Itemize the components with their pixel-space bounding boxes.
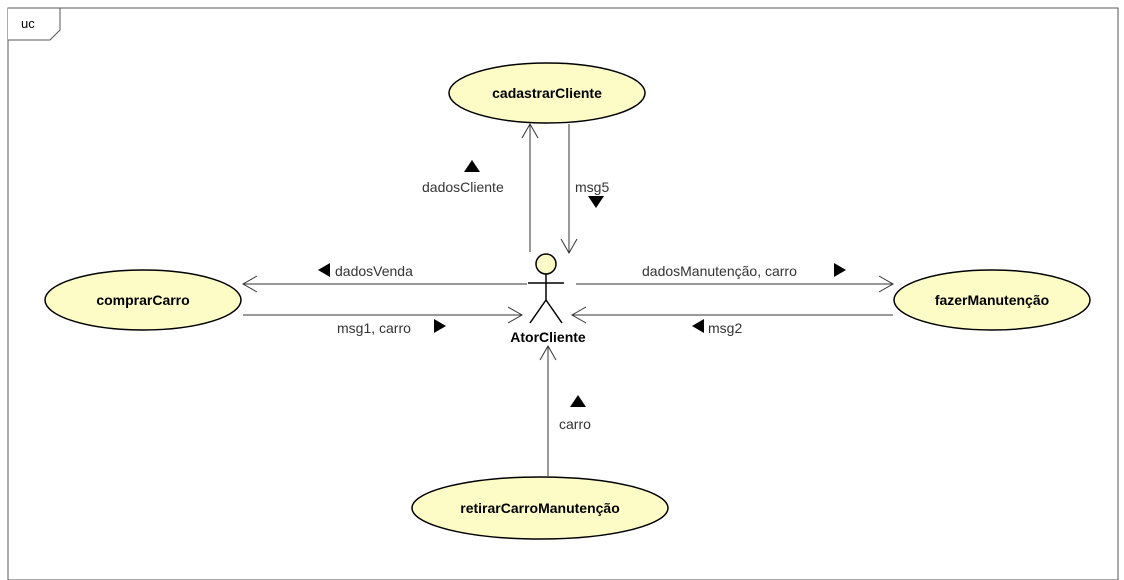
message-label-dados-manutencao: dadosManutenção, carro	[642, 263, 797, 279]
message-label-msg1-carro: msg1, carro	[337, 320, 411, 336]
usecase-comprar-carro-label: comprarCarro	[96, 292, 189, 308]
arrowhead-up-cadastrar	[521, 122, 539, 139]
arrowhead-left-comprar	[241, 275, 258, 293]
message-label-msg2: msg2	[708, 320, 742, 336]
direction-triangle-up-icon	[570, 395, 586, 407]
message-label-dados-cliente: dadosCliente	[422, 179, 504, 195]
usecase-retirar-carro-manutencao[interactable]	[411, 476, 669, 540]
direction-triangle-left-icon	[692, 319, 704, 333]
usecase-fazer-manutencao-label: fazerManutenção	[935, 292, 1049, 308]
usecase-comprar-carro[interactable]	[44, 269, 242, 331]
actor-name: AtorCliente	[510, 329, 586, 345]
direction-triangle-right-icon	[834, 263, 846, 277]
message-label-carro: carro	[559, 416, 591, 432]
actor-icon[interactable]	[528, 253, 564, 324]
usecase-retirar-carro-manutencao-label: retirarCarroManutenção	[460, 500, 620, 516]
arrowhead-up-actor	[539, 344, 557, 361]
direction-triangle-right-icon	[434, 319, 446, 333]
frame-label: uc	[21, 16, 35, 31]
usecase-cadastrar-cliente-label: cadastrarCliente	[492, 85, 602, 101]
direction-triangle-down-icon	[588, 196, 604, 208]
usecase-fazer-manutencao[interactable]	[893, 269, 1091, 331]
message-label-dados-venda: dadosVenda	[335, 263, 413, 279]
direction-triangle-up-icon	[464, 160, 480, 172]
usecase-cadastrar-cliente[interactable]	[448, 62, 646, 124]
frame-tab	[8, 7, 61, 41]
arrowhead-down-actor	[560, 238, 578, 255]
diagram-frame	[7, 7, 1119, 580]
arrowhead-right-actor	[507, 306, 524, 324]
message-label-msg5: msg5	[575, 179, 609, 195]
arrowhead-left-actor	[570, 306, 587, 324]
arrowhead-right-fazer	[878, 275, 895, 293]
direction-triangle-left-icon	[318, 263, 330, 277]
